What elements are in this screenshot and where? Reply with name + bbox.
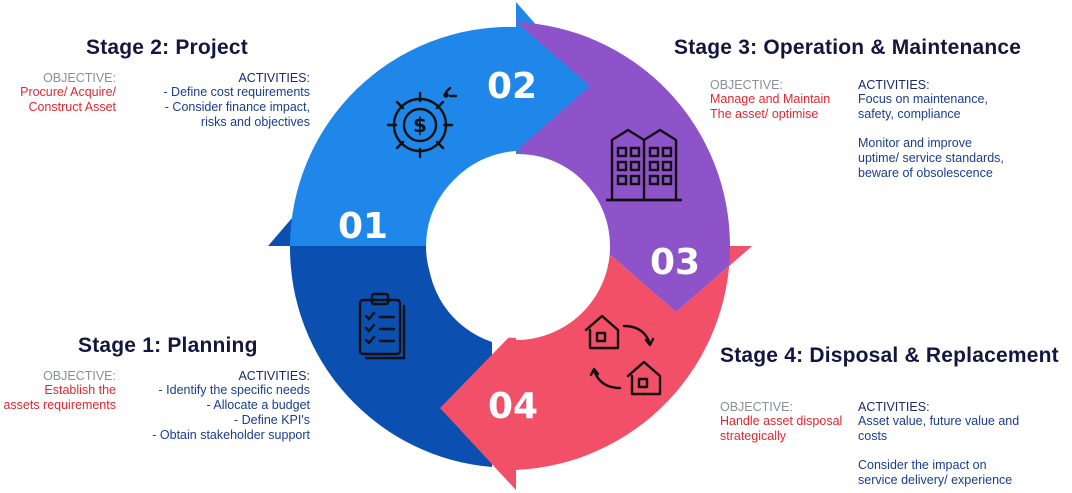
stage-2-title: Stage 2: Project: [86, 36, 248, 59]
objective-line: Establish the: [44, 383, 116, 397]
svg-text:$: $: [413, 113, 427, 137]
activity-line: Focus on maintenance,: [858, 92, 988, 106]
stage-2-number: 02: [487, 66, 537, 107]
activities-label: ACTIVITIES:: [238, 71, 310, 85]
objective-line: assets requirements: [3, 398, 116, 412]
activity-line: - Define KPI's: [233, 413, 310, 427]
objective-line: Construct Asset: [28, 100, 116, 114]
activity-line: - Identify the specific needs: [158, 383, 310, 397]
stage-4-arrow-segment: [440, 246, 752, 490]
clipboard-checklist-icon: [358, 292, 406, 360]
stage-3-number: 03: [650, 242, 700, 283]
activity-line: risks and objectives: [200, 115, 310, 129]
dollar-gears-icon: $: [386, 86, 458, 159]
activity-line: uptime/ service standards,: [858, 151, 1004, 165]
apartment-building-icon: [606, 128, 682, 202]
stage-2-objective: OBJECTIVE: Procure/ Acquire/ Construct A…: [20, 71, 116, 115]
activity-line: - Obtain stakeholder support: [152, 428, 310, 442]
activity-line: - Define cost requirements: [163, 85, 310, 99]
stage-1-title: Stage 1: Planning: [78, 334, 258, 357]
activities-label: ACTIVITIES:: [238, 369, 310, 383]
activity-line: - Allocate a budget: [206, 398, 310, 412]
house-exchange-icon: [584, 314, 662, 396]
objective-line: The asset/ optimise: [710, 107, 819, 121]
activities-label: ACTIVITIES:: [858, 400, 930, 414]
objective-label: OBJECTIVE:: [43, 71, 116, 85]
stage-1-objective: OBJECTIVE: Establish the assets requirem…: [0, 369, 116, 413]
stage-1-activities: ACTIVITIES: - Identify the specific need…: [130, 369, 310, 443]
stage-1-arrow-segment: [268, 175, 492, 467]
activity-line: service delivery/ experience: [858, 473, 1013, 487]
objective-label: OBJECTIVE:: [43, 369, 116, 383]
objective-line: strategically: [720, 429, 786, 443]
objective-line: Procure/ Acquire/: [20, 85, 116, 99]
stage-4-activities: ACTIVITIES: Asset value, future value an…: [858, 400, 1058, 488]
stage-3-arrow-segment: [516, 22, 752, 312]
objective-line: Manage and Maintain: [710, 92, 831, 106]
stage-4-title: Stage 4: Disposal & Replacement: [720, 344, 1059, 367]
stage-2-arrow-segment: [290, 2, 590, 246]
activities-label: ACTIVITIES:: [858, 78, 930, 92]
stage-1-number: 01: [338, 206, 388, 247]
activity-line: costs: [858, 429, 888, 443]
objective-line: Handle asset disposal: [720, 414, 843, 428]
activity-line: Monitor and improve: [858, 136, 972, 150]
activity-line: safety, compliance: [858, 107, 961, 121]
activity-line: - Consider finance impact,: [164, 100, 310, 114]
stage-3-objective: OBJECTIVE: Manage and Maintain The asset…: [710, 78, 850, 122]
stage-4-objective: OBJECTIVE: Handle asset disposal strateg…: [720, 400, 855, 444]
stage-3-title: Stage 3: Operation & Maintenance: [674, 36, 1022, 59]
objective-label: OBJECTIVE:: [710, 78, 783, 92]
stage-4-number: 04: [488, 386, 538, 427]
activity-line: Asset value, future value and: [858, 414, 1020, 428]
stage-2-activities: ACTIVITIES: - Define cost requirements -…: [130, 71, 310, 130]
activity-line: beware of obsolescence: [858, 166, 993, 180]
activity-line: Consider the impact on: [858, 458, 987, 472]
stage-3-activities: ACTIVITIES: Focus on maintenance, safety…: [858, 78, 1058, 181]
objective-label: OBJECTIVE:: [720, 400, 793, 414]
